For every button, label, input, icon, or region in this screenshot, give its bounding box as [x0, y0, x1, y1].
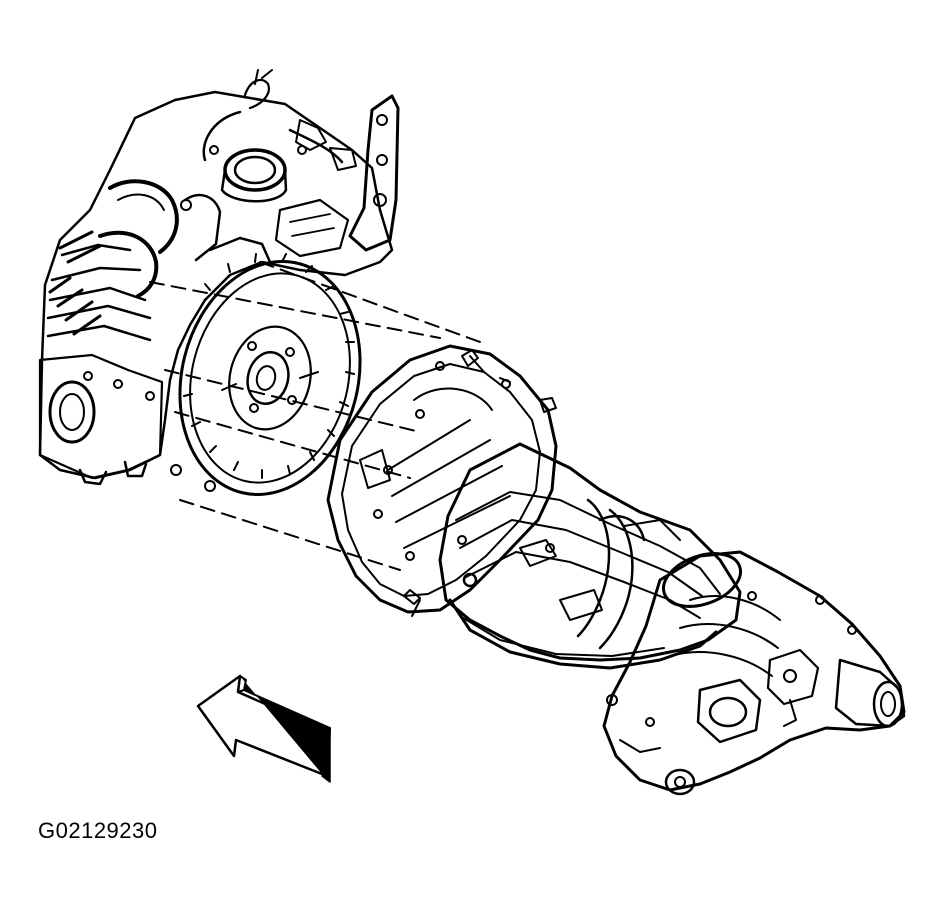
- flexplate: [178, 253, 362, 496]
- transfer-case: [602, 550, 906, 796]
- front-direction-arrow-icon: [196, 674, 331, 783]
- alignment-guide-lines: [149, 261, 481, 571]
- figure-id-label: G02129230: [38, 818, 158, 843]
- engine-block: [38, 69, 400, 492]
- transmission-bell-housing: [326, 344, 558, 617]
